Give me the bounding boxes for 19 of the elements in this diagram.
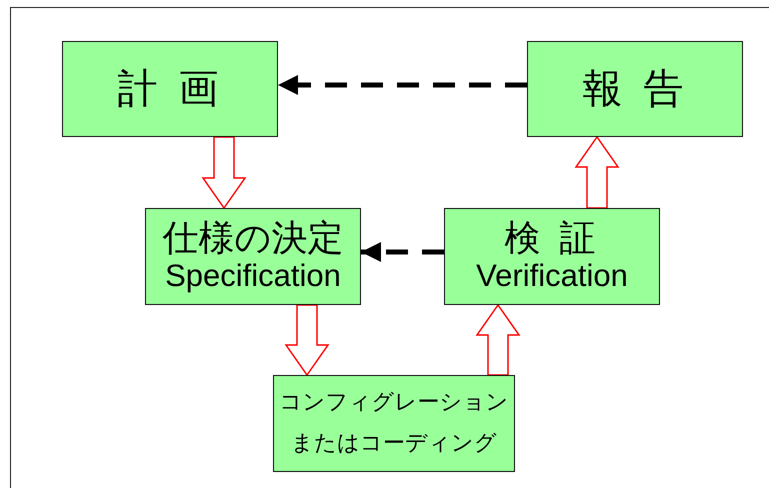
- process-box: [273, 375, 515, 472]
- box-subtitle: Specification: [165, 258, 341, 294]
- block-arrow: [476, 304, 520, 376]
- box-title: 検 証: [504, 218, 600, 258]
- box-label: またはコーディング: [291, 432, 497, 456]
- process-box: [444, 208, 660, 305]
- box-label: コンフィグレーション: [280, 391, 508, 416]
- process-box: [62, 41, 278, 137]
- process-box: [527, 41, 743, 137]
- block-arrow: [284, 304, 330, 376]
- block-arrow: [202, 136, 246, 210]
- box-title: 仕様の決定: [162, 218, 344, 258]
- box-title: 報 告: [582, 67, 688, 111]
- block-arrow: [574, 136, 620, 209]
- box-subtitle: Verification: [476, 258, 628, 294]
- dashed-arrow: [278, 75, 527, 95]
- process-box: [145, 208, 361, 305]
- box-title: 計 画: [118, 67, 222, 111]
- dashed-arrow: [361, 242, 444, 262]
